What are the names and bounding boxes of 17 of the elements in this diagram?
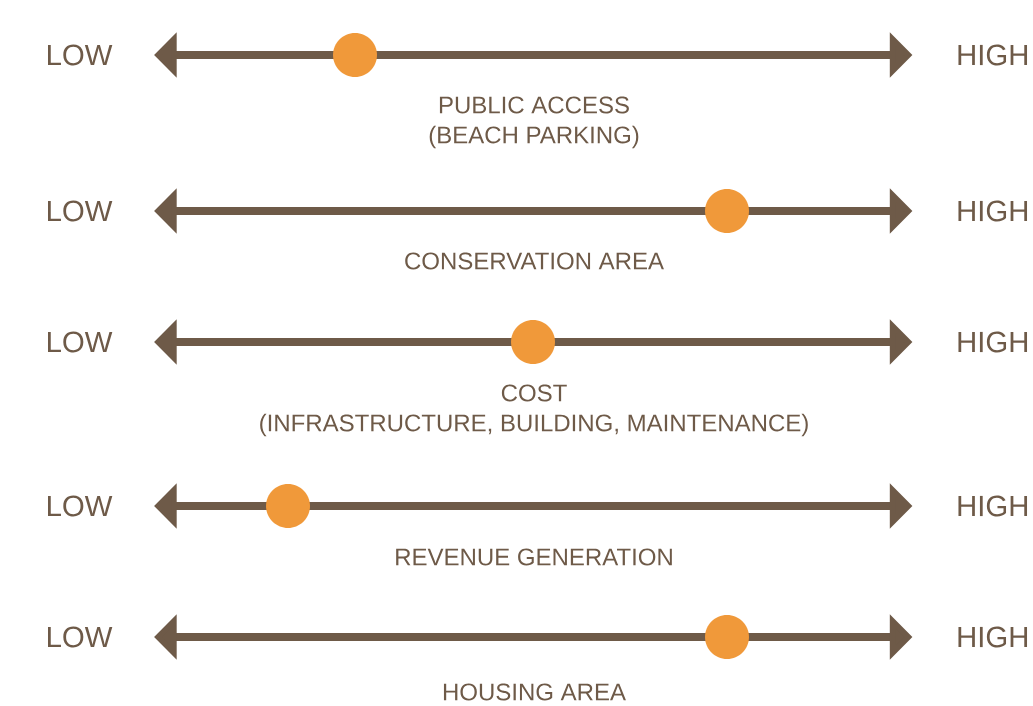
scale-end-label: LOW	[48, 44, 113, 66]
scale-end-label: HIGH	[958, 626, 1027, 648]
scale-end-label: HIGH	[958, 44, 1027, 66]
scale-end-label: LOW	[48, 495, 113, 517]
scale-end-label: LOW	[48, 626, 113, 648]
scale-caption: (INFRASTRUCTURE, BUILDING, MAINTENANCE)	[260, 413, 808, 437]
scale-end-label: HIGH	[958, 331, 1027, 353]
scale-end-label: LOW	[48, 200, 113, 222]
scale-caption: PUBLIC ACCESS	[439, 96, 629, 114]
scale-caption: (BEACH PARKING)	[429, 125, 639, 149]
scale-end-label: HIGH	[958, 200, 1027, 222]
scale-caption: CONSERVATION AREA	[405, 252, 664, 270]
scale-end-label: LOW	[48, 331, 113, 353]
scale-end-label: HIGH	[958, 495, 1027, 517]
scale-caption: REVENUE GENERATION	[396, 548, 672, 566]
scale-caption: HOUSING AREA	[443, 683, 626, 701]
scale-caption: COST	[501, 384, 567, 402]
